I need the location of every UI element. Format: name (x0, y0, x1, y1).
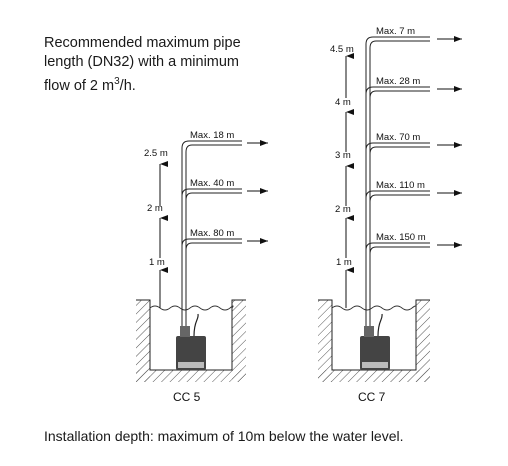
cc5-water-surface (149, 305, 234, 311)
cc7-height-label: 1 m (336, 257, 352, 268)
cc5-height-label: 2 m (147, 203, 163, 214)
cc7-caption: CC 7 (358, 390, 386, 404)
cc5-length-label: Max. 18 m (190, 130, 234, 141)
cc5-length-label: Max. 40 m (190, 178, 234, 189)
cc5-height-label: 1 m (149, 257, 165, 268)
cc5-pipe (181, 140, 242, 326)
cc5-length-label: Max. 80 m (190, 228, 234, 239)
cc5-pump-icon (176, 313, 206, 370)
cc7-height-label: 3 m (335, 150, 351, 161)
cc7-length-label: Max. 7 m (376, 26, 415, 37)
cc7-height-label: 2 m (335, 204, 351, 215)
cc5-height-label: 2.5 m (144, 148, 168, 159)
cc7-height-label: 4 m (335, 97, 351, 108)
cc7-well (318, 299, 430, 382)
cc7-length-label: Max. 70 m (376, 132, 420, 143)
footer-note: Installation depth: maximum of 10m below… (44, 428, 404, 444)
cc7-length-label: Max. 110 m (376, 180, 425, 191)
cc7-length-label: Max. 28 m (376, 76, 420, 87)
cc7-length-label: Max. 150 m (376, 232, 426, 243)
cc7-outlet-arrows (437, 36, 462, 248)
intro-text: Recommended maximum pipe length (DN32) w… (44, 34, 274, 96)
cc5-outlet-arrows (247, 140, 268, 244)
cc5-caption: CC 5 (173, 390, 201, 404)
cc7-pump-icon (360, 313, 390, 370)
cc7-water-surface (331, 305, 417, 311)
cc7-height-label: 4.5 m (330, 44, 354, 55)
intro-line-3: flow of 2 m3/h. (44, 76, 136, 94)
intro-line-2: length (DN32) with a minimum (44, 54, 240, 70)
intro-line-1: Recommended maximum pipe (44, 35, 241, 51)
cc7-pipe (365, 36, 430, 326)
